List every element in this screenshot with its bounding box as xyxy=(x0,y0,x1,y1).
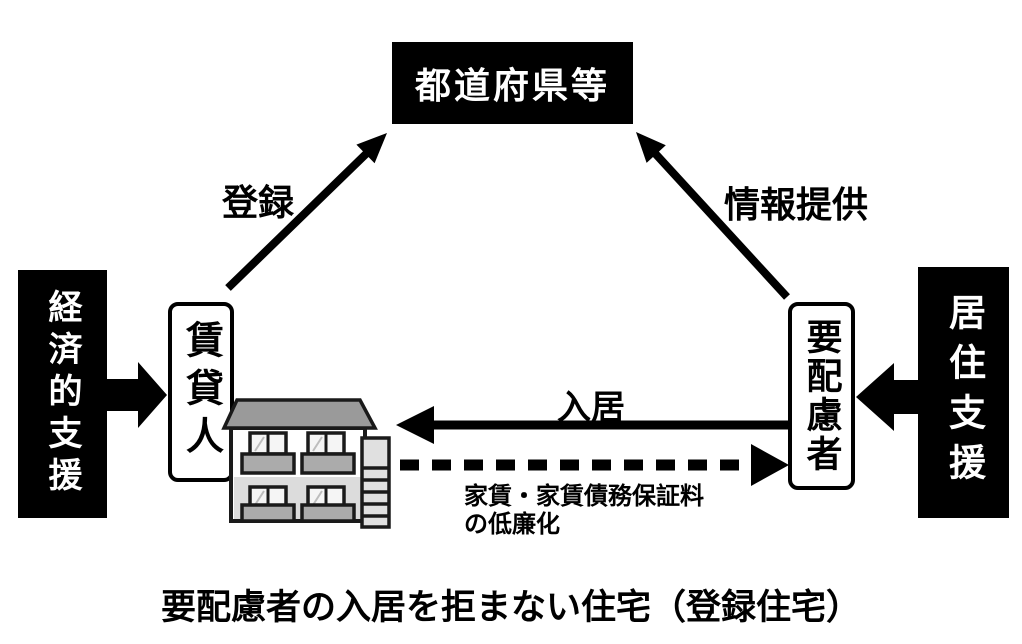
landlord-box: 賃貸人 xyxy=(168,302,234,482)
apartment-building-illustration xyxy=(221,398,391,529)
economic-support-arrow xyxy=(107,362,167,428)
prefecture-box: 都道府県等 xyxy=(392,42,633,124)
tenant-label: 要配慮者 xyxy=(801,318,843,474)
economic-support-box: 経済的支援 xyxy=(18,270,107,518)
economic-support-label: 経済的支援 xyxy=(43,289,81,499)
rent-subsidy-arrow xyxy=(400,444,789,486)
house-staircase xyxy=(360,436,391,529)
movein-arrow-label: 入居 xyxy=(557,389,625,427)
information-arrow-label: 情報提供 xyxy=(724,184,869,225)
housing-support-label: 居住支援 xyxy=(943,292,985,493)
rent-subsidy-arrow-label: 家賃・家賃債務保証料 の低廉化 xyxy=(464,483,704,539)
information-arrow xyxy=(636,132,790,300)
housing-support-arrow xyxy=(856,363,918,431)
housing-support-box: 居住支援 xyxy=(918,267,1009,518)
registration-arrow-label: 登録 xyxy=(222,182,295,223)
diagram-caption: 要配慮者の入居を拒まない住宅（登録住宅） xyxy=(160,588,861,627)
house-windows xyxy=(240,431,356,523)
landlord-label: 賃貸人 xyxy=(179,320,222,464)
rent-subsidy-label-line2: の低廉化 xyxy=(464,511,560,538)
registration-arrow xyxy=(225,133,387,291)
rent-subsidy-label-line1: 家賃・家賃債務保証料 xyxy=(464,483,704,510)
movein-arrow xyxy=(396,406,788,444)
prefecture-box-label: 都道府県等 xyxy=(414,65,610,106)
tenant-box: 要配慮者 xyxy=(788,302,855,490)
house-roof xyxy=(221,398,378,430)
